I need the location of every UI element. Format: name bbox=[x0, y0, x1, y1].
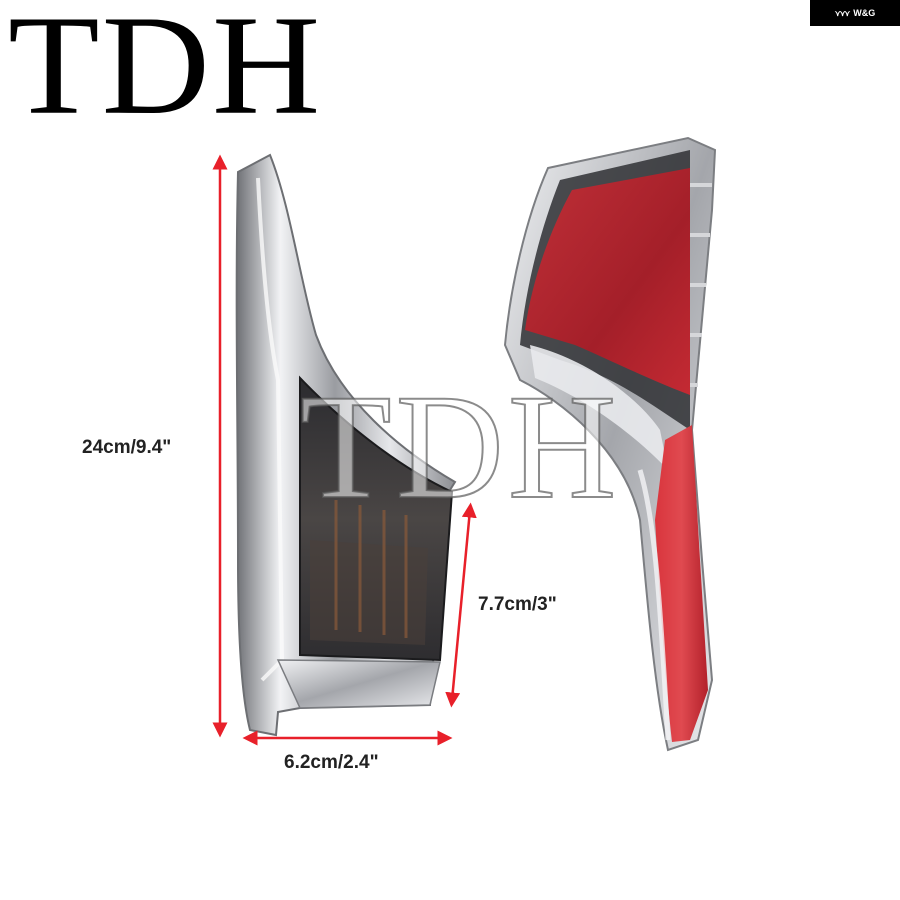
wing-icon: ⋎⋎⋎ bbox=[834, 8, 851, 18]
left-fairing-piece bbox=[235, 153, 457, 737]
right-fairing-piece bbox=[503, 136, 717, 752]
corner-badge: ⋎⋎⋎ W&G bbox=[810, 0, 900, 26]
dimension-lines bbox=[212, 154, 477, 746]
height-dimension-label: 24cm/9.4" bbox=[82, 437, 172, 458]
width-dimension-label: 6.2cm/2.4" bbox=[284, 752, 379, 773]
badge-text: W&G bbox=[853, 8, 876, 18]
depth-dimension-line bbox=[445, 502, 477, 708]
depth-dimension-label: 7.7cm/3" bbox=[478, 594, 557, 615]
brand-logo: TDH bbox=[8, 0, 323, 145]
